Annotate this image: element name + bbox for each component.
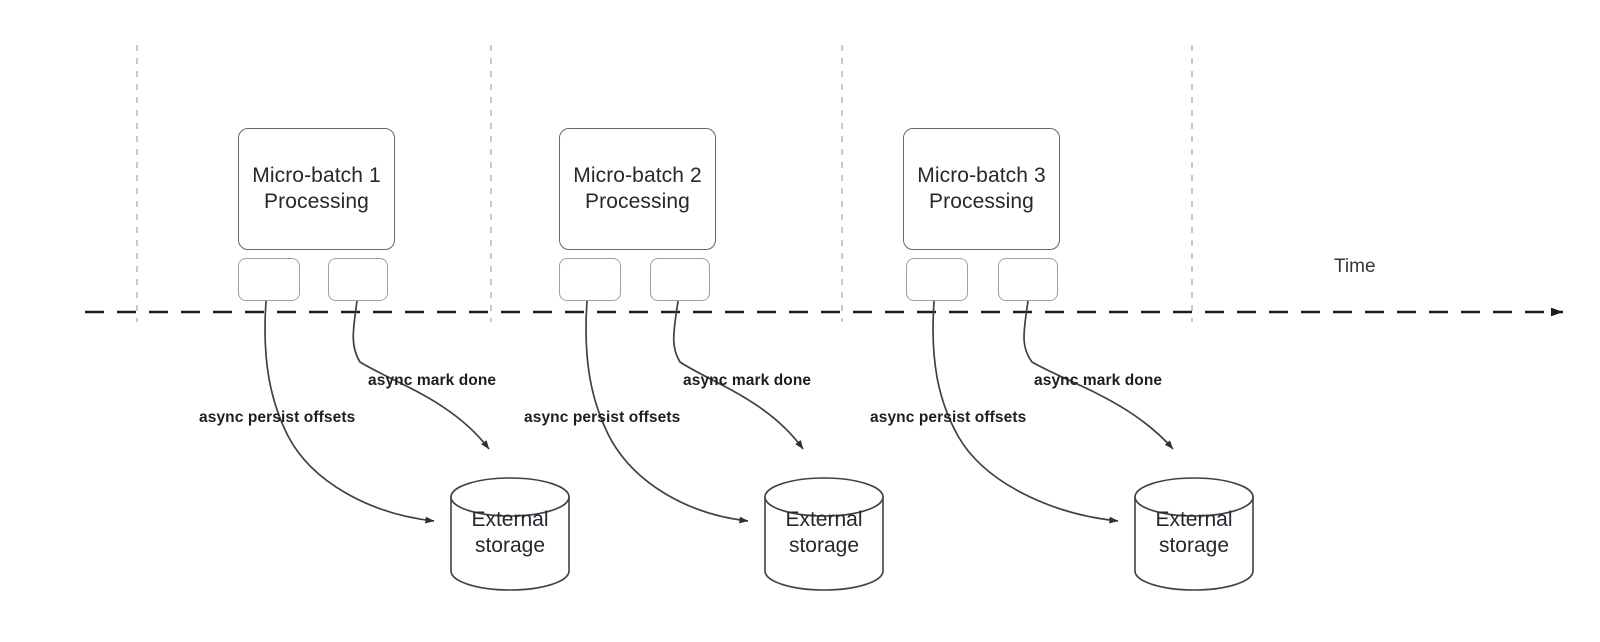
group-2-async-persist-offsets-label: async persist offsets <box>524 409 681 426</box>
external-storage-3-line2: storage <box>1158 533 1230 557</box>
external-storage-3-line1: External <box>1155 508 1233 531</box>
external-storage-cylinder-3 <box>1134 477 1254 591</box>
group-2-connectors <box>585 300 804 524</box>
micro-batch-1-label: Micro-batch 1 Processing <box>252 163 381 214</box>
group-1-async-mark-done-label: async mark done <box>368 372 497 389</box>
group-3-mark-done-task-marker[interactable] <box>998 258 1058 301</box>
external-storage-1-line1: External <box>471 508 549 531</box>
group-3-connectors <box>932 300 1174 524</box>
external-storage-2-label: External storage <box>765 507 883 558</box>
edge-persist-offsets-1 <box>264 300 435 524</box>
micro-batch-1-line2: Processing <box>264 190 369 213</box>
micro-batch-2-label: Micro-batch 2 Processing <box>573 163 702 214</box>
external-storage-1-label: External storage <box>451 507 569 558</box>
group-1-mark-done-task-marker[interactable] <box>328 258 388 301</box>
edge-mark-done-2 <box>672 300 804 450</box>
micro-batch-3-box[interactable]: Micro-batch 3 Processing <box>903 128 1060 250</box>
edge-persist-offsets-2 <box>585 300 749 524</box>
external-storage-1-line2: storage <box>474 533 546 557</box>
group-1-offset-task-marker[interactable] <box>238 258 300 301</box>
group-2-mark-done-task-marker[interactable] <box>650 258 710 301</box>
external-storage-cylinder-1 <box>450 477 570 591</box>
micro-batch-2-line1: Micro-batch 2 <box>573 164 702 188</box>
group-3-offset-task-marker[interactable] <box>906 258 968 301</box>
group-2-async-mark-done-label: async mark done <box>683 372 812 389</box>
edge-mark-done-3 <box>1023 300 1174 450</box>
group-3-async-mark-done-label: async mark done <box>1034 372 1163 389</box>
micro-batch-1-box[interactable]: Micro-batch 1 Processing <box>238 128 395 250</box>
group-1-async-persist-offsets-label: async persist offsets <box>199 409 356 426</box>
external-storage-2-line1: External <box>785 508 863 531</box>
group-2-offset-task-marker[interactable] <box>559 258 621 301</box>
edge-persist-offsets-3 <box>932 300 1119 524</box>
edge-mark-done-1 <box>352 300 490 450</box>
micro-batch-3-line2: Processing <box>929 190 1034 213</box>
external-storage-2-line2: storage <box>788 533 860 557</box>
group-3-async-persist-offsets-label: async persist offsets <box>870 409 1027 426</box>
external-storage-3-label: External storage <box>1135 507 1253 558</box>
micro-batch-3-label: Micro-batch 3 Processing <box>917 163 1046 214</box>
group-1-connectors <box>264 300 490 524</box>
micro-batch-2-box[interactable]: Micro-batch 2 Processing <box>559 128 716 250</box>
micro-batch-2-line2: Processing <box>585 190 690 213</box>
time-axis-label: Time <box>1334 256 1376 277</box>
micro-batch-3-line1: Micro-batch 3 <box>917 164 1046 188</box>
micro-batch-1-line1: Micro-batch 1 <box>252 164 381 188</box>
external-storage-cylinder-2 <box>764 477 884 591</box>
